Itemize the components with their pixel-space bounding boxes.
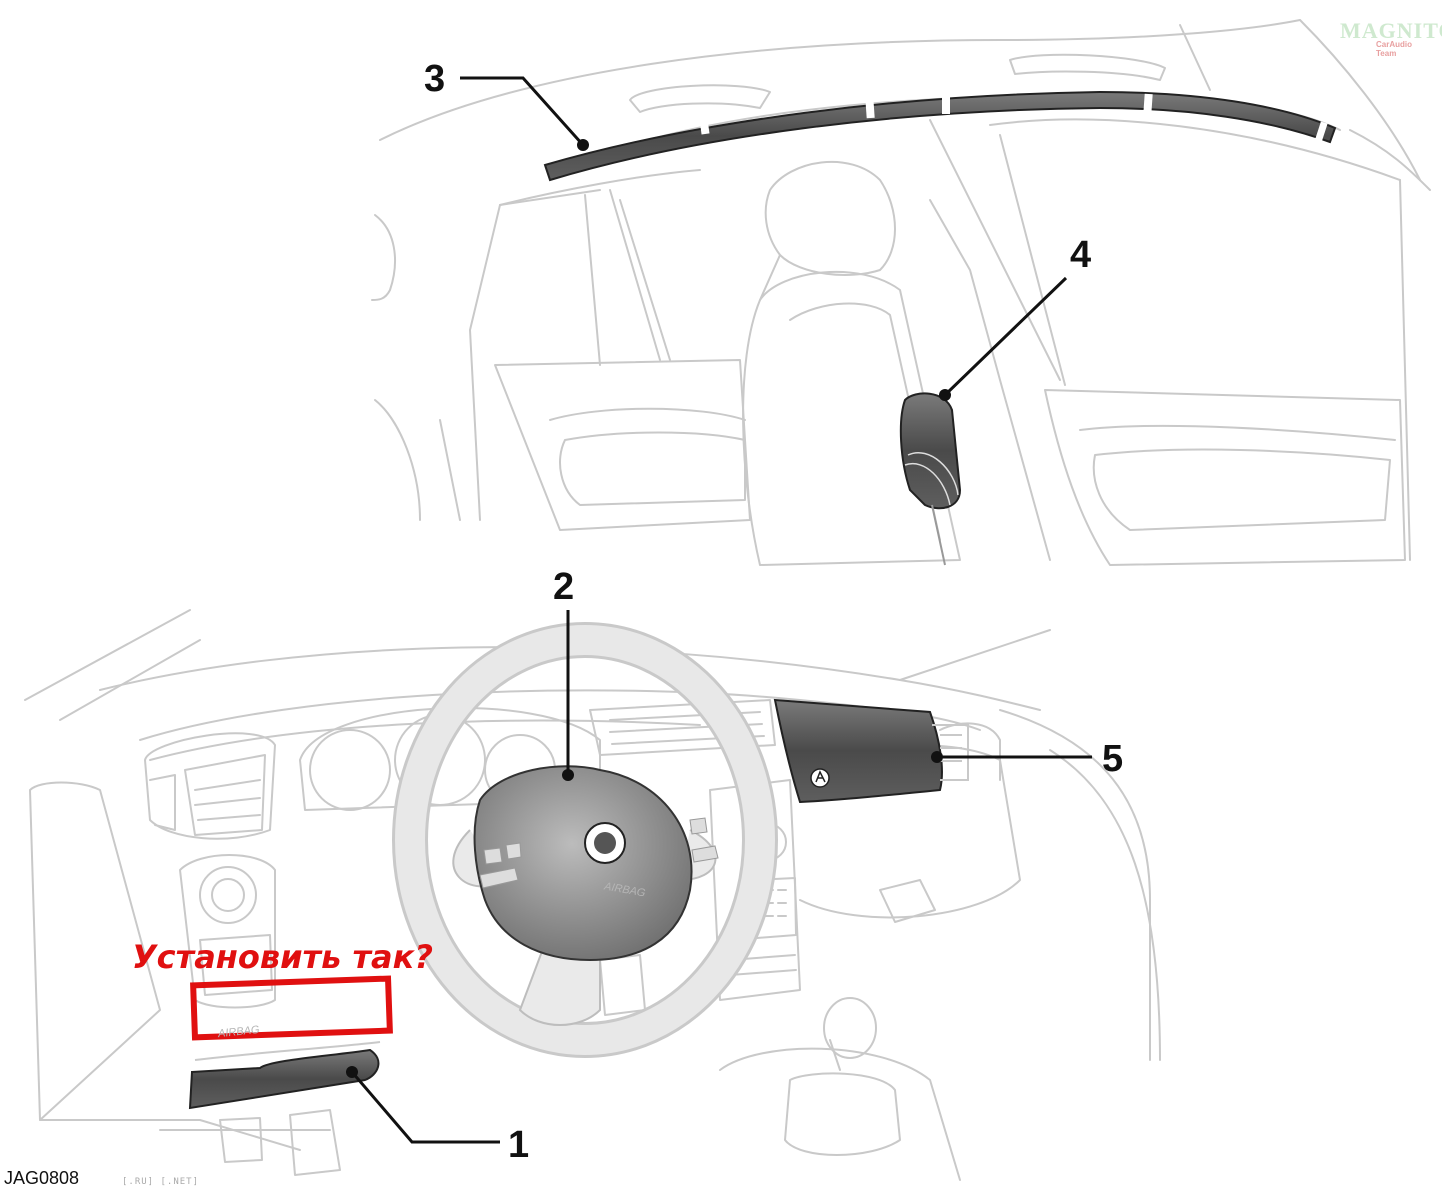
callout-1: 1 — [508, 1124, 530, 1166]
driver-airbag-module — [473, 765, 693, 962]
upper-interior-view — [371, 19, 1431, 566]
leader-dots — [346, 139, 951, 1078]
callout-4: 4 — [1070, 234, 1092, 276]
knee-airbag — [188, 1041, 381, 1110]
figure-code: JAG0808 — [4, 1168, 80, 1188]
callout-5: 5 — [1102, 738, 1124, 780]
leader-lines — [350, 76, 1092, 1144]
curtain-airbag — [543, 90, 1337, 182]
logo-text: MAGNITOLA — [1340, 18, 1442, 43]
annotation-question: Установить так? — [132, 938, 433, 976]
steering-wheel — [392, 622, 778, 1058]
magnitola-logo: MAGNITOLA CarAudio Team — [1340, 18, 1442, 58]
bottom-watermark: [.RU] [.NET] — [122, 1177, 200, 1187]
callout-2: 2 — [553, 566, 575, 608]
seat-side-airbag — [899, 392, 962, 566]
proposed-location-box — [190, 975, 393, 1041]
logo-subtext: CarAudio Team — [1376, 40, 1412, 58]
callout-3: 3 — [424, 58, 446, 100]
passenger-airbag — [773, 698, 969, 804]
